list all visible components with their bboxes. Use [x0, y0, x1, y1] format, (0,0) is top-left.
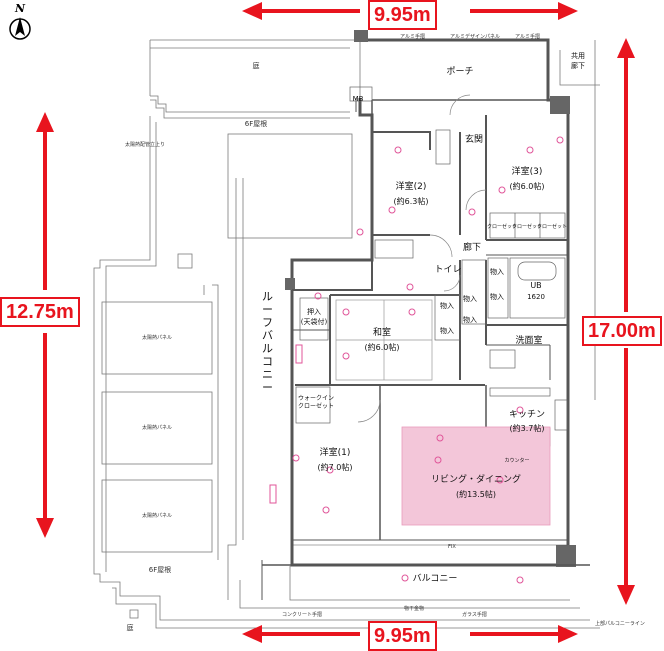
kitchen-size: (約3.7帖)	[510, 423, 545, 433]
living-name: リビング・ダイニング	[431, 473, 521, 485]
oshiire-box	[299, 297, 329, 341]
mb-box	[349, 86, 373, 102]
porch-label: ポーチ	[446, 66, 473, 77]
living-size: (約13.5帖)	[456, 489, 496, 499]
roof-balcony-label: ルーフバルコニー	[262, 290, 273, 394]
concrete-rail-label: コンクリート手摺	[282, 611, 322, 618]
top-width-label: 9.95m	[368, 0, 437, 30]
western2-size: (約6.3帖)	[394, 196, 429, 206]
right-height-label: 17.00m	[582, 316, 662, 346]
closet-label-3: クローゼット	[537, 223, 567, 230]
storage-label-2: 物入	[463, 315, 477, 324]
japanese-name: 和室	[373, 326, 391, 338]
storage-label-1: 物入	[463, 294, 477, 303]
upper-floor-line-label: 上部パルコニーライン	[595, 620, 645, 627]
toilet-label: トイレ	[434, 265, 461, 275]
glass-rail-label: ガラス手摺	[462, 611, 487, 618]
storage-label-4: 物入	[440, 326, 454, 335]
aluminum-rail-label-1: アルミ手摺	[400, 33, 425, 40]
washroom-label: 洗面室	[515, 334, 542, 346]
solar-panel-2: 太陽熱パネル	[142, 424, 172, 431]
bottom-width-label: 9.95m	[368, 621, 437, 651]
entrance-label: 玄関	[465, 133, 483, 145]
design-panel-label: アルミデザインパネル	[450, 33, 500, 40]
kitchen-counter-top	[489, 387, 551, 397]
closet-label-1: クローゼット	[487, 223, 517, 230]
solar-panel-1: 太陽熱パネル	[142, 334, 172, 341]
balcony-label: バルコニー	[413, 573, 458, 584]
aluminum-rail-label-2: アルミ手摺	[515, 33, 540, 40]
closet-label-2: クローゼット	[512, 223, 542, 230]
left-height-label: 12.75m	[0, 297, 80, 327]
garden-top-label: 庭	[253, 61, 260, 70]
washbasin	[489, 349, 516, 369]
compass-label: N	[14, 2, 26, 15]
dimension-arrows	[36, 2, 635, 643]
walk-in-closet-label: ウォークインクローゼット	[298, 394, 334, 410]
mb-label: MB	[353, 95, 364, 103]
storage-japanese	[434, 294, 461, 341]
shoe-box	[435, 129, 451, 165]
japanese-size: (約6.0帖)	[365, 342, 400, 352]
storage-label-5: 物入	[490, 267, 504, 276]
stove	[554, 399, 568, 431]
ub-label: UB	[530, 281, 541, 290]
walk-in-closet-box	[295, 386, 331, 424]
closet-western3	[489, 212, 566, 239]
storage-ub-side	[487, 257, 509, 319]
corridor-label: 廊下	[463, 241, 481, 253]
shared-corridor-label: 共用廊下	[571, 51, 585, 70]
storage-corridor	[461, 259, 487, 325]
storage-fixture-label: 物干金物	[404, 605, 424, 612]
storage-label-6: 物入	[490, 292, 504, 301]
western3-name: 洋室(3)	[512, 165, 543, 177]
storage-label-3: 物入	[440, 301, 454, 310]
roof-upper-label: 6F屋根	[245, 119, 267, 128]
living-dining-highlight	[401, 426, 551, 526]
roof-lower-label: 6F屋根	[149, 565, 171, 574]
ub-size: 1620	[527, 293, 545, 301]
kitchen-name: キッチン	[509, 409, 545, 420]
oshiire-label: 押入(天袋付)	[301, 307, 328, 326]
fix-label: FIX	[448, 544, 456, 550]
outlet-markers	[269, 136, 564, 584]
garden-bottom-label: 庭	[127, 623, 134, 632]
western2-name: 洋室(2)	[396, 180, 427, 192]
western3-size: (約6.0帖)	[510, 181, 545, 191]
western1-size: (約7.0帖)	[318, 462, 353, 472]
counter-label: カウンター	[504, 457, 529, 464]
bathtub	[509, 257, 566, 319]
western1-name: 洋室(1)	[320, 446, 351, 458]
compass-icon: N	[9, 2, 31, 40]
closet-western2	[374, 239, 414, 259]
solar-panel-3: 太陽熱パネル	[142, 512, 172, 519]
solar-path-label: 太陽熱配管立上り	[125, 141, 165, 148]
